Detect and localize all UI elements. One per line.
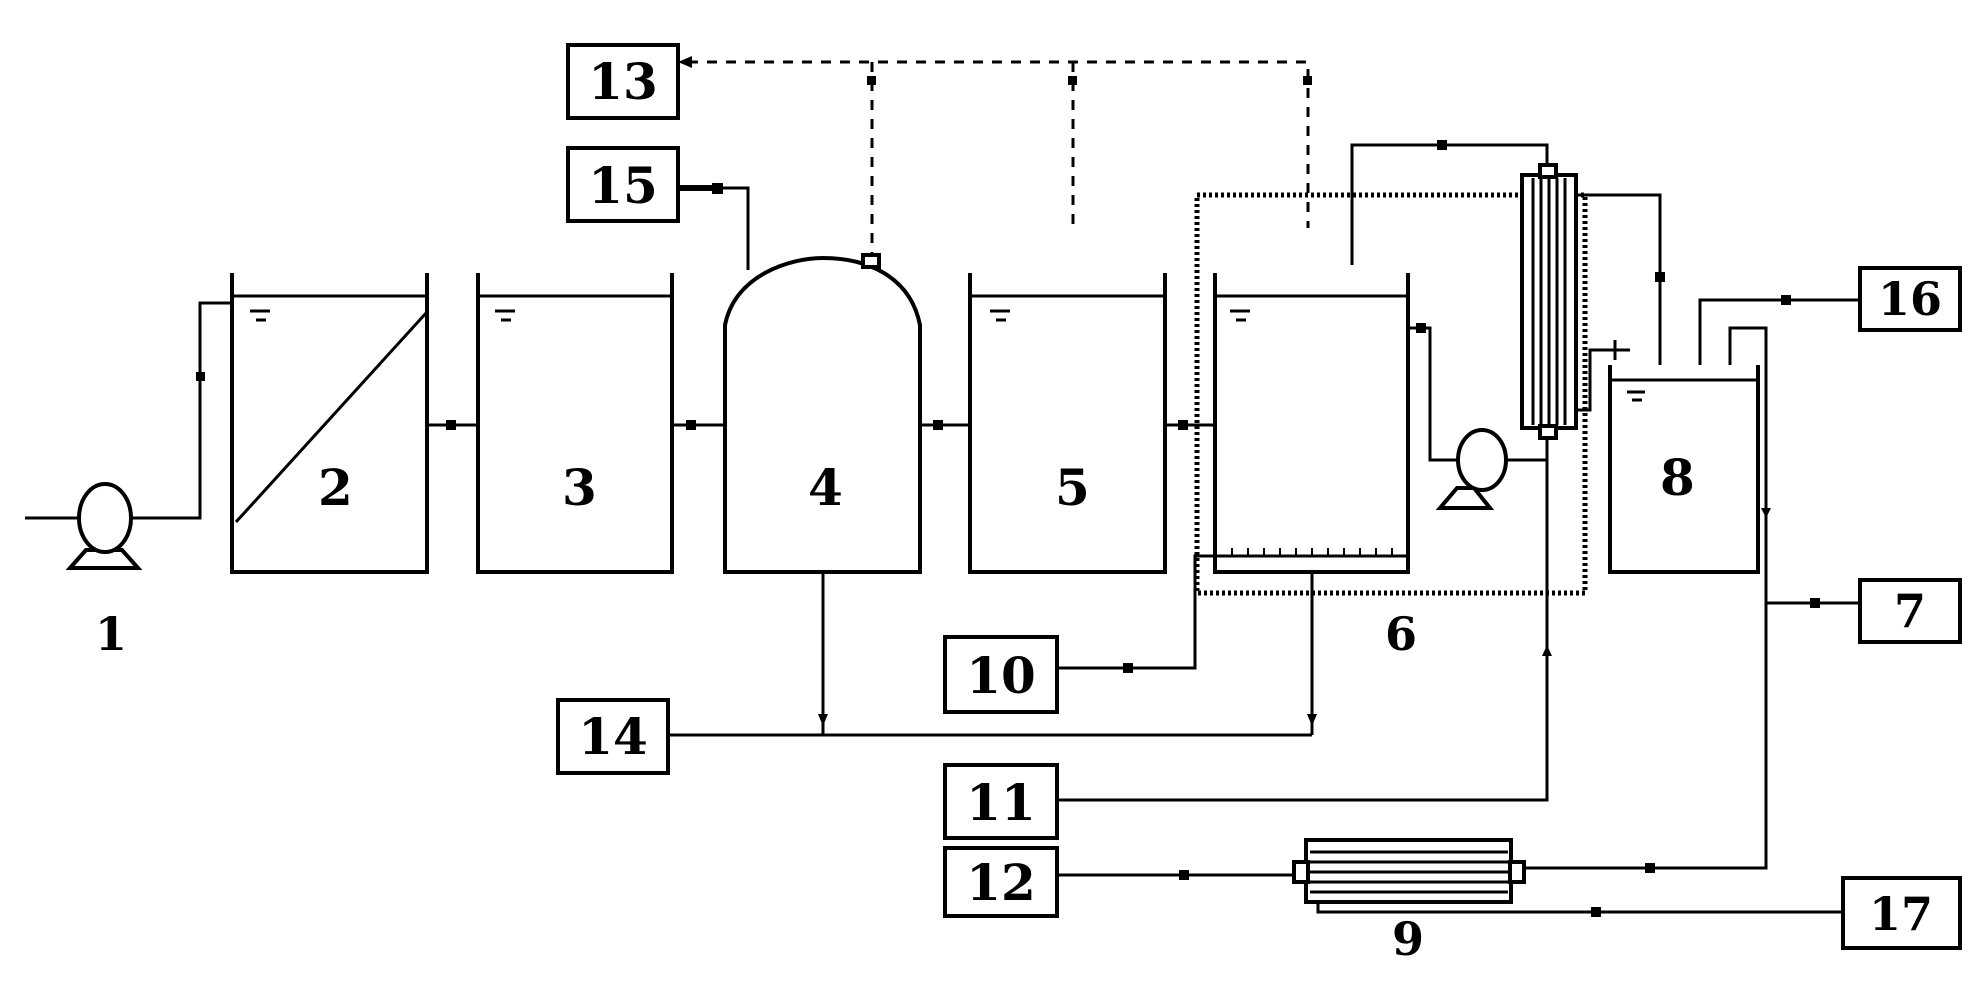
aerator-diffuser	[1231, 548, 1393, 556]
box-7	[1858, 578, 1962, 644]
reactor-4	[723, 253, 922, 574]
tank-8	[1608, 365, 1760, 574]
box-15-label: 15	[588, 156, 658, 215]
tank-8-label: 8	[1660, 448, 1695, 507]
box-12-label: 12	[966, 853, 1036, 912]
feed-pump	[25, 301, 230, 570]
box-10	[943, 635, 1059, 714]
module-9-label: 9	[1392, 912, 1424, 966]
tank-3	[476, 273, 674, 574]
tank-5	[968, 273, 1167, 574]
box-10-label: 10	[966, 646, 1036, 705]
gas-collection-lines	[678, 56, 1312, 255]
box-14	[556, 698, 670, 775]
tank-2	[230, 273, 429, 574]
module-9	[1292, 838, 1526, 904]
box-16	[1858, 266, 1962, 332]
membrane-unit-label: 6	[1385, 607, 1417, 661]
tank-5-label: 5	[1055, 458, 1090, 517]
reactor-4-label: 4	[808, 458, 843, 517]
box-16-label: 16	[1878, 272, 1942, 326]
box-14-label: 14	[578, 707, 648, 766]
box-12	[943, 846, 1059, 918]
box-13-label: 13	[588, 52, 658, 111]
box-7-label: 7	[1894, 584, 1926, 638]
box-11-label: 11	[966, 773, 1036, 832]
box-17-label: 17	[1869, 887, 1933, 941]
tank-2-label: 2	[318, 458, 353, 517]
membrane-module	[1350, 140, 1665, 440]
box-17	[1841, 876, 1962, 950]
pump-label: 1	[95, 607, 127, 661]
box-15	[566, 146, 680, 223]
box-13	[566, 43, 680, 120]
membrane-tank	[1213, 273, 1410, 574]
membrane-unit-boundary	[1194, 192, 1588, 596]
tank-3-label: 3	[562, 458, 597, 517]
